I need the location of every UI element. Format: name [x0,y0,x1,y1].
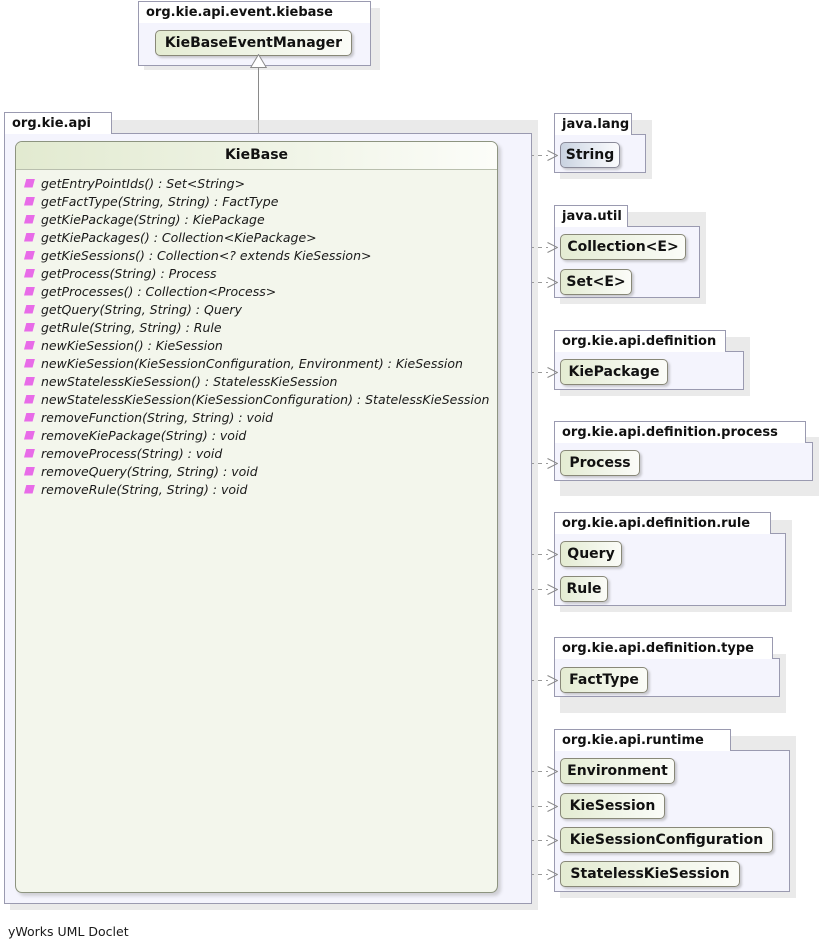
type-kiebaseeventmanager[interactable]: KieBaseEventManager [155,30,352,56]
package-header-java-lang: java.lang [554,113,632,135]
type-kiesession[interactable]: KieSession [560,793,665,819]
class-method-row: removeRule(String, String) : void [16,480,497,498]
method-signature: getQuery(String, String) : Query [41,301,242,317]
tool-credit-label: yWorks UML Doclet [8,924,129,939]
method-icon [24,394,35,404]
package-header-definition: org.kie.api.definition [554,330,726,352]
method-signature: getProcesses() : Collection<Process> [41,283,277,299]
method-icon [24,232,35,242]
dependency-arrowhead-icon-set [547,277,558,288]
class-kiebase-title: KieBase [16,142,497,170]
method-signature: newKieSession(KieSessionConfiguration, E… [41,355,463,371]
package-header-definition-rule: org.kie.api.definition.rule [554,512,771,534]
method-signature: removeRule(String, String) : void [41,481,248,497]
method-icon [24,340,35,350]
method-icon [24,196,35,206]
method-signature: removeFunction(String, String) : void [41,409,274,425]
type-query[interactable]: Query [560,541,622,567]
type-kiepackage[interactable]: KiePackage [560,359,668,385]
method-signature: getKiePackages() : Collection<KiePackage… [41,229,317,245]
class-method-row: removeKiePackage(String) : void [16,426,497,444]
class-method-row: getEntryPointIds() : Set<String> [16,174,497,192]
method-icon [24,448,35,458]
method-signature: getEntryPointIds() : Set<String> [41,175,246,191]
type-statelesskiesession[interactable]: StatelessKieSession [560,861,740,887]
method-signature: removeProcess(String) : void [41,445,223,461]
generalization-arrowhead-icon [250,54,267,68]
class-method-row: newStatelessKieSession() : StatelessKieS… [16,372,497,390]
class-method-row: newStatelessKieSession(KieSessionConfigu… [16,390,497,408]
method-signature: newStatelessKieSession(KieSessionConfigu… [41,391,490,407]
class-method-row: getKieSessions() : Collection<? extends … [16,246,497,264]
class-method-row: getProcesses() : Collection<Process> [16,282,497,300]
dependency-arrowhead-icon-kiesessionconfiguration [547,835,558,846]
method-icon [24,214,35,224]
dependency-arrowhead-icon-statelesskiesession [547,869,558,880]
generalization-line [258,66,259,142]
type-set[interactable]: Set<E> [560,269,632,295]
method-icon [24,376,35,386]
dependency-arrowhead-icon-query [547,549,558,560]
method-icon [24,250,35,260]
dependency-arrowhead-icon-collection [547,242,558,253]
method-signature: removeKiePackage(String) : void [41,427,247,443]
class-method-row: getKiePackage(String) : KiePackage [16,210,497,228]
type-environment[interactable]: Environment [560,758,675,784]
class-method-row: getRule(String, String) : Rule [16,318,497,336]
package-header-runtime: org.kie.api.runtime [554,729,731,751]
dependency-arrowhead-icon-process [547,458,558,469]
package-header-event-kiebase: org.kie.api.event.kiebase [138,1,371,23]
class-method-row: newKieSession() : KieSession [16,336,497,354]
class-method-row: removeFunction(String, String) : void [16,408,497,426]
method-icon [24,466,35,476]
package-header-java-util: java.util [554,205,628,227]
class-method-row: removeProcess(String) : void [16,444,497,462]
method-icon [24,430,35,440]
method-icon [24,358,35,368]
package-header-kie-api: org.kie.api [4,112,112,134]
type-process[interactable]: Process [560,450,640,476]
method-signature: getKieSessions() : Collection<? extends … [41,247,372,263]
dependency-arrowhead-icon-facttype [547,675,558,686]
method-icon [24,304,35,314]
method-signature: getRule(String, String) : Rule [41,319,222,335]
class-kiebase-method-list: getEntryPointIds() : Set<String> getFactT… [16,170,497,498]
method-signature: getFactType(String, String) : FactType [41,193,279,209]
type-facttype[interactable]: FactType [560,667,648,693]
method-icon [24,268,35,278]
method-signature: getKiePackage(String) : KiePackage [41,211,265,227]
class-kiebase[interactable]: KieBase getEntryPointIds() : Set<String>… [15,141,498,893]
dependency-arrowhead-icon-kiepackage [547,367,558,378]
package-header-definition-type: org.kie.api.definition.type [554,637,773,659]
dependency-arrowhead-icon-kiesession [547,801,558,812]
method-icon [24,484,35,494]
dependency-arrowhead-icon-rule [547,584,558,595]
method-signature: getProcess(String) : Process [41,265,217,281]
class-method-row: getKiePackages() : Collection<KiePackage… [16,228,497,246]
method-signature: newStatelessKieSession() : StatelessKieS… [41,373,338,389]
method-icon [24,286,35,296]
method-icon [24,412,35,422]
type-string[interactable]: String [560,142,620,168]
class-method-row: getQuery(String, String) : Query [16,300,497,318]
dependency-arrowhead-icon-environment [547,766,558,777]
type-rule[interactable]: Rule [560,576,608,602]
method-icon [24,322,35,332]
method-signature: newKieSession() : KieSession [41,337,223,353]
class-method-row: getFactType(String, String) : FactType [16,192,497,210]
class-method-row: getProcess(String) : Process [16,264,497,282]
type-kiesessionconfiguration[interactable]: KieSessionConfiguration [560,827,773,853]
package-header-definition-process: org.kie.api.definition.process [554,421,806,443]
class-method-row: newKieSession(KieSessionConfiguration, E… [16,354,497,372]
type-collection[interactable]: Collection<E> [560,234,686,260]
method-icon [24,178,35,188]
method-signature: removeQuery(String, String) : void [41,463,258,479]
class-method-row: removeQuery(String, String) : void [16,462,497,480]
dependency-arrowhead-icon-string [547,150,558,161]
